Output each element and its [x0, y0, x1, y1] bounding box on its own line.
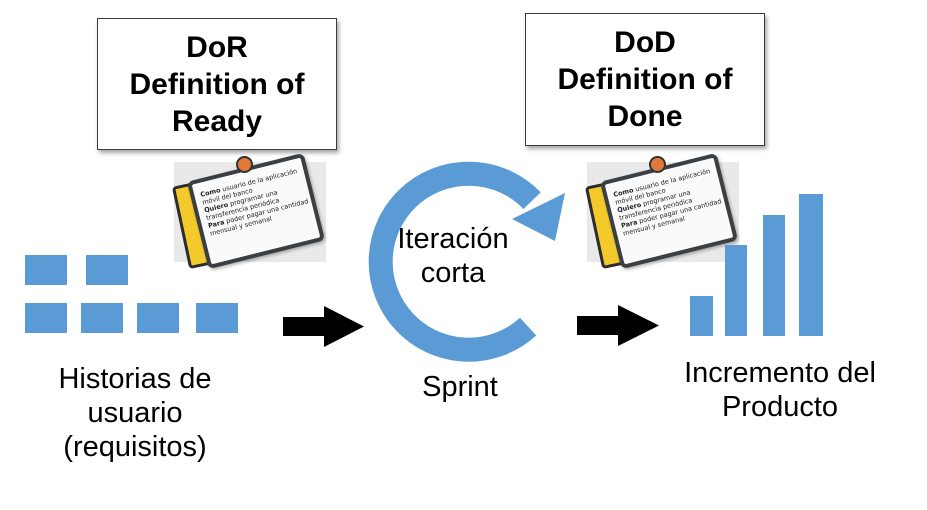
dor-ready-line: Ready — [171, 104, 263, 138]
cycle-arrow-icon — [368, 161, 565, 362]
backlog-tile — [86, 255, 128, 285]
pin-icon — [236, 156, 253, 173]
backlog-tile — [196, 303, 238, 333]
increment-bar — [763, 215, 785, 336]
increment-label: Incremento del Producto — [665, 356, 895, 424]
backlog-label-line3: (requisitos) — [63, 431, 207, 463]
dod-definition-line: Definition of — [557, 63, 733, 96]
dod-acronym: DoD — [614, 26, 676, 59]
backlog-label-line2: usuario — [87, 397, 183, 429]
increment-bar — [690, 296, 713, 336]
dor-box: DoR Definition of Ready — [97, 18, 337, 150]
cycle-label-line2: corta — [420, 257, 486, 289]
backlog-tile — [25, 255, 67, 285]
right-arrow-icon — [577, 305, 659, 346]
user-story-card-dor: Como usuario de la aplicación móvil del … — [171, 152, 326, 270]
backlog-tile — [137, 303, 179, 333]
user-story-card-dod: Como usuario de la aplicación móvil del … — [584, 152, 739, 270]
backlog-tile — [25, 303, 67, 333]
sprint-label: Sprint — [422, 371, 498, 403]
dod-done-line: Done — [607, 100, 683, 133]
dor-definition-line: Definition of — [129, 67, 305, 101]
backlog-tile — [81, 303, 123, 333]
right-arrow-icon — [283, 306, 364, 347]
increment-label-line2: Producto — [721, 391, 839, 423]
backlog-label: Historias de usuario (requisitos) — [30, 362, 240, 464]
dor-acronym: DoR — [186, 30, 248, 64]
increment-bar — [799, 194, 823, 336]
cycle-label: Iteración corta — [378, 222, 528, 290]
increment-label-line1: Incremento del — [684, 357, 876, 389]
backlog-label-line1: Historias de — [58, 363, 212, 395]
cycle-label-line1: Iteración — [397, 223, 509, 255]
dod-box: DoD Definition of Done — [525, 13, 765, 146]
pin-icon — [649, 156, 666, 173]
increment-bar — [725, 245, 747, 336]
